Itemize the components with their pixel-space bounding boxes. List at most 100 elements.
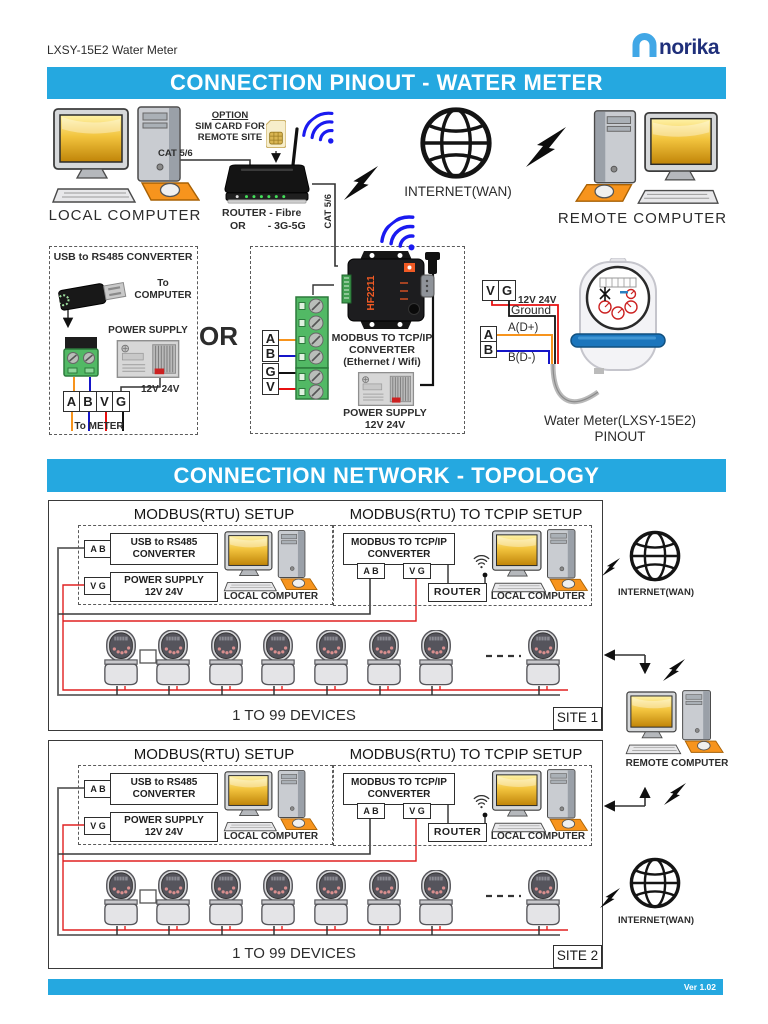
terminal-b: B (262, 345, 279, 362)
to-computer-line2: COMPUTER (134, 289, 192, 301)
router-or: OR (230, 219, 246, 232)
mc-line2: CONVERTER (367, 549, 431, 560)
terminal-a: A (480, 325, 497, 343)
remote-computer-label: REMOTE COMPUTER (557, 210, 728, 227)
site2-ab-box: A B (84, 780, 112, 798)
abvg-terminal-strip: A B V G (62, 391, 130, 412)
remote-computer-label: REMOTE COMPUTER (625, 758, 729, 769)
site2-router-box: ROUTER (428, 823, 487, 842)
site1-tcpip-title: MODBUS(RTU) TO TCPIP SETUP (349, 506, 583, 523)
internet-globe-icon (418, 105, 494, 181)
wireless-link-lightning-icon (597, 558, 625, 576)
usb-line2: CONVERTER (132, 549, 196, 560)
router-label: ROUTER - Fibre OR - 3G-5G (222, 207, 332, 232)
site2-rtu-setup-box (78, 765, 333, 845)
site1-tcpip-setup-box (333, 525, 592, 606)
site2-vg-box: V G (84, 817, 112, 835)
modbus-converter-label: MODBUS TO TCP/IP CONVERTER (Ethernet / W… (328, 332, 436, 368)
usb-line1: USB to RS485 (130, 776, 198, 788)
version-label: Ver 1.02 (683, 982, 716, 992)
site1-router-box: ROUTER (428, 583, 487, 602)
remote-computer-image (575, 107, 721, 208)
local-computer-image (221, 528, 319, 594)
site2-rtu-title: MODBUS(RTU) SETUP (133, 746, 295, 763)
gv-terminal-strip: G V (262, 362, 279, 395)
terminal-b: B (480, 341, 497, 358)
modbus-title-2: CONVERTER (349, 344, 415, 357)
wireless-link-lightning-icon (663, 655, 685, 685)
to-meter-label: To METER (74, 421, 124, 432)
site1-vg-box: V G (84, 577, 112, 595)
site2-local-computer-2-label: LOCAL COMPUTER (490, 831, 586, 842)
site1-rtu-title: MODBUS(RTU) SETUP (133, 506, 295, 523)
site1-box: MODBUS(RTU) SETUP MODBUS(RTU) TO TCPIP S… (48, 500, 603, 731)
wireless-link-lightning-icon (512, 127, 580, 167)
site1-rtu-setup-box (78, 525, 333, 605)
wireless-link-lightning-icon (337, 166, 385, 200)
internet-wan-label: INTERNET(WAN) (618, 915, 694, 926)
local-computer-label: LOCAL COMPUTER (48, 207, 202, 224)
modbus-tcpip-box (250, 246, 465, 434)
site1-local-computer-2-label: LOCAL COMPUTER (490, 591, 586, 602)
water-meter-caption-2: PINOUT (594, 428, 646, 444)
site2-label-box: SITE 2 (553, 945, 602, 968)
site1-power-supply-box: POWER SUPPLY 12V 24V (110, 572, 218, 602)
a-wire-label: A(D+) (508, 322, 539, 334)
power-supply-label: POWER SUPPLY (108, 325, 188, 336)
terminal-v: V (262, 378, 279, 395)
internet-wan-label: INTERNET(WAN) (618, 587, 694, 598)
wifi-signal-icon (473, 555, 490, 569)
internet-wan-label: INTERNET(WAN) (404, 184, 512, 199)
internet-globe-icon (628, 529, 682, 583)
ground-wire-label: Ground (511, 303, 552, 317)
psu-rating-label: 12V 24V (141, 384, 180, 395)
terminal-a: A (262, 329, 279, 347)
psu2-line1: POWER SUPPLY (343, 407, 427, 419)
ps-line1: POWER SUPPLY (124, 814, 204, 826)
site2-tcpip-title: MODBUS(RTU) TO TCPIP SETUP (349, 746, 583, 763)
norika-arch-icon (632, 33, 657, 57)
sim-option-note: OPTION SIM CARD FOR REMOTE SITE (192, 110, 268, 144)
mc-line1: MODBUS TO TCP/IP (351, 536, 447, 548)
site1-label-box: SITE 1 (553, 707, 602, 730)
banner-connection-pinout: CONNECTION PINOUT - WATER METER (47, 67, 726, 99)
terminal-g: G (112, 391, 130, 412)
terminal-g: G (262, 362, 279, 380)
site1-local-computer-1-label: LOCAL COMPUTER (223, 591, 319, 602)
router-image (220, 164, 314, 205)
terminal-v: V (95, 391, 114, 412)
b-wire-label: B(D-) (508, 352, 536, 364)
psu2-line2: 12V 24V (364, 419, 406, 432)
usb-line1: USB to RS485 (130, 536, 198, 548)
doc-title: LXSY-15E2 Water Meter (47, 43, 178, 57)
router-alt: - 3G-5G (267, 219, 306, 232)
mc-line1: MODBUS TO TCP/IP (351, 776, 447, 788)
site2-ab2-box: A B (357, 803, 385, 819)
terminal-b: B (79, 391, 97, 412)
local-computer-image (221, 768, 319, 834)
site2-box: MODBUS(RTU) SETUP MODBUS(RTU) TO TCPIP S… (48, 740, 603, 969)
local-computer-image (489, 527, 589, 595)
wireless-link-lightning-icon (595, 888, 625, 908)
brand-name: norika (659, 36, 720, 59)
brand-logo: norika (631, 32, 720, 59)
site1-ab-box: A B (84, 540, 112, 558)
ps-line2: 12V 24V (144, 827, 184, 838)
psu2-label: POWER SUPPLY 12V 24V (338, 407, 432, 431)
ab-terminal-strip: A B (262, 329, 279, 362)
terminal-a: A (62, 391, 81, 412)
usb-rs485-box (49, 246, 198, 435)
usb-rs485-title: USB to RS485 CONVERTER (53, 251, 193, 263)
site1-vg2-box: V G (403, 563, 431, 579)
terminal-g: G (498, 280, 516, 301)
mc-line2: CONVERTER (367, 789, 431, 800)
remote-computer-image (624, 688, 724, 757)
site2-vg2-box: V G (403, 803, 431, 819)
router-line1: ROUTER - Fibre (222, 207, 302, 219)
site2-devices-label: 1 TO 99 DEVICES (232, 945, 356, 962)
site1-ab2-box: A B (357, 563, 385, 579)
hf2211-converter-image (334, 251, 438, 329)
ps-line1: POWER SUPPLY (124, 574, 204, 586)
